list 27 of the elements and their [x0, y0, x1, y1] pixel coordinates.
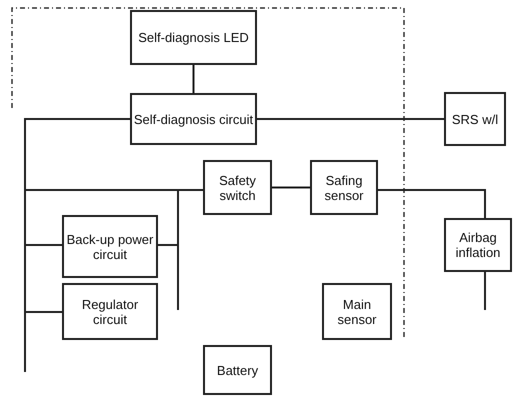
- component-box: [130, 93, 257, 145]
- component-label: Main sensor: [336, 296, 378, 326]
- component-label: Back-up power circuit: [66, 232, 154, 262]
- connector-line: [192, 65, 194, 93]
- connector-line: [272, 186, 310, 188]
- connector-line: [24, 118, 130, 313]
- component-box: [203, 345, 272, 395]
- connector-line: [378, 189, 486, 218]
- component-label: Safing sensor: [323, 172, 365, 202]
- component-label: Regulator circuit: [80, 296, 140, 326]
- component-label: Self-diagnosis circuit: [134, 112, 254, 126]
- component-box: [444, 92, 506, 146]
- connector-line: [484, 272, 486, 310]
- component-label: Battery: [216, 362, 258, 378]
- component-label: Airbag inflation: [454, 230, 502, 260]
- component-box: [62, 215, 158, 278]
- component-box: [322, 283, 392, 340]
- connector-line: [158, 189, 203, 246]
- component-label: SRS w/l: [452, 112, 498, 126]
- component-box: [310, 160, 378, 215]
- component-box: [130, 10, 257, 65]
- connector-line: [257, 118, 444, 120]
- component-box: [62, 283, 158, 340]
- component-label: Self-diagnosis LED: [138, 30, 249, 45]
- component-box: [444, 218, 512, 272]
- component-label: Safety switch: [218, 172, 257, 202]
- component-box: [203, 160, 272, 215]
